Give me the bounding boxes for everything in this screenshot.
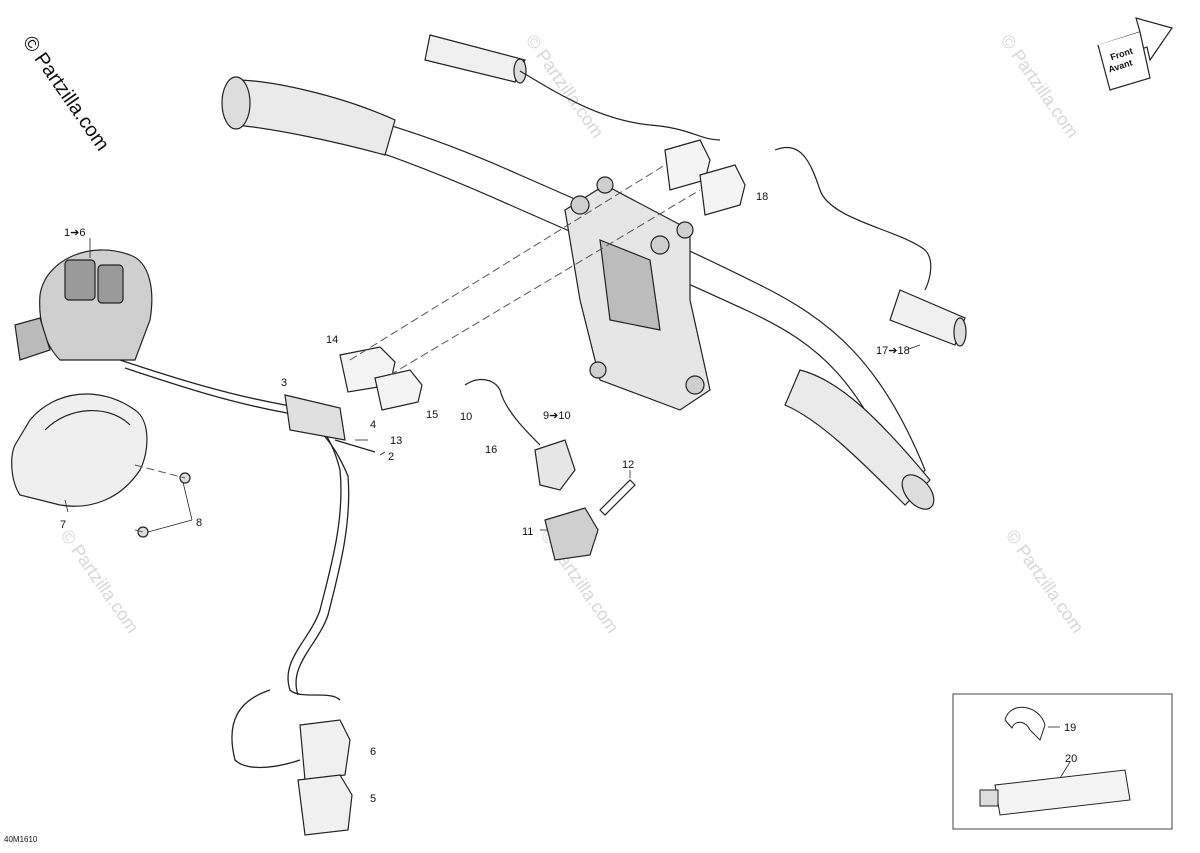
diagram-code: 40M1610 <box>4 835 38 844</box>
leader-lines <box>64 238 1071 779</box>
watermark-5: © Partzilla.com <box>1002 526 1088 637</box>
callout-6: 6 <box>370 746 376 758</box>
callout-10: 10 <box>460 411 472 423</box>
inset-box <box>952 693 1173 830</box>
callout-15: 15 <box>426 409 438 421</box>
connectors-14-15 <box>339 346 423 411</box>
callout-17-18: 17➔18 <box>876 345 910 357</box>
callout-14: 14 <box>326 334 338 346</box>
sensor-assembly <box>464 378 636 561</box>
alignment-lines <box>134 164 701 533</box>
heated-grip-element-right <box>774 146 967 347</box>
switch-housing <box>14 249 153 361</box>
watermark-3: © Partzilla.com <box>57 526 143 637</box>
callout-19: 19 <box>1064 722 1076 734</box>
callout-2: 2 <box>388 451 394 463</box>
connector-cluster-3 <box>284 394 346 441</box>
callout-8: 8 <box>196 517 202 529</box>
callout-20: 20 <box>1065 753 1077 765</box>
connectors-5-6 <box>297 719 353 836</box>
callout-1-6: 1➔6 <box>64 227 85 239</box>
callout-12: 12 <box>622 459 634 471</box>
callout-16: 16 <box>485 444 497 456</box>
wiring-harness <box>119 359 376 769</box>
callout-9-10: 9➔10 <box>543 410 571 422</box>
riser-assembly <box>564 176 711 411</box>
switch-cover <box>11 393 191 538</box>
callout-5: 5 <box>370 793 376 805</box>
front-arrow-icon <box>1097 17 1173 91</box>
callout-13: 13 <box>390 435 402 447</box>
callout-18: 18 <box>756 191 768 203</box>
watermark-2: © Partzilla.com <box>997 31 1083 142</box>
callouts: 1➔6 2 3 4 5 6 7 8 9➔10 10 11 12 13 14 15… <box>60 191 1077 805</box>
watermark-1: © Partzilla.com <box>522 31 608 142</box>
callout-11: 11 <box>522 526 533 538</box>
callout-3: 3 <box>281 377 287 389</box>
callout-4: 4 <box>370 419 376 431</box>
heated-grip-element-left <box>424 34 721 141</box>
callout-7: 7 <box>60 519 66 531</box>
handlebar <box>221 76 935 510</box>
connectors-18 <box>664 139 746 216</box>
front-badge: Front Avant <box>1100 15 1180 90</box>
